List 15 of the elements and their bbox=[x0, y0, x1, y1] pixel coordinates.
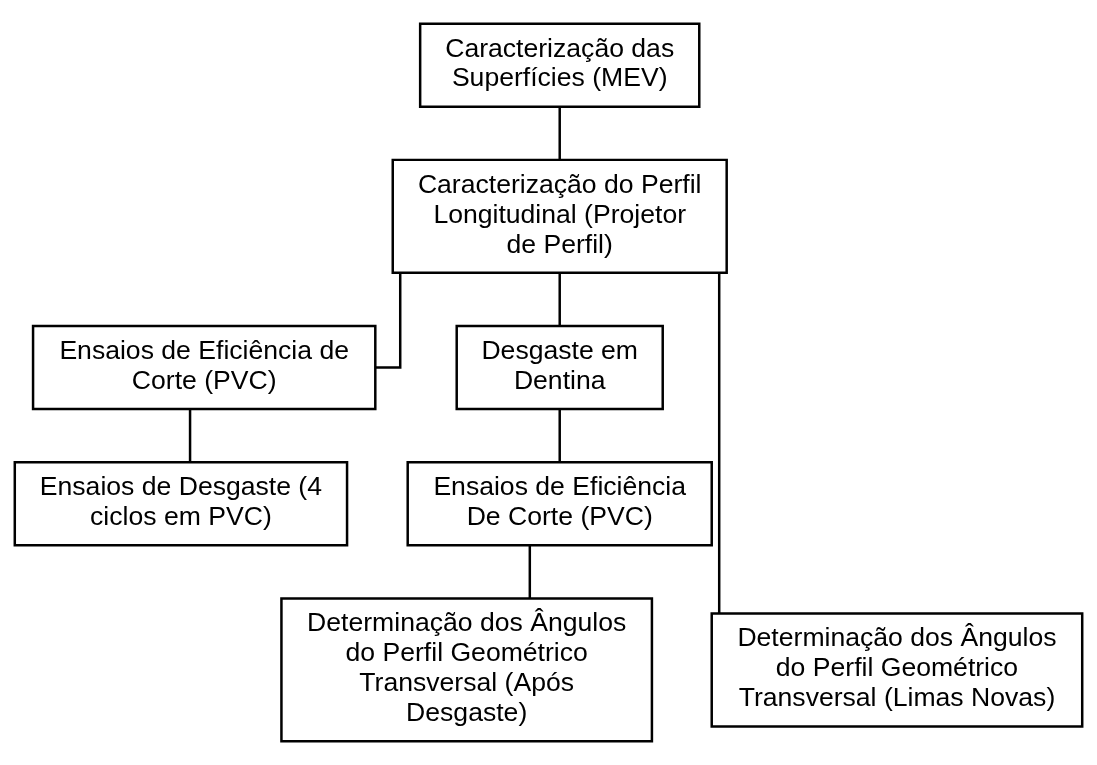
node-box: Determinação dos Ângulos do Perfil Geométrico Transversal (Limas Novas) bbox=[710, 612, 1084, 728]
node-box: Caracterização do Perfil Longitudinal (Projetor de Perfil) bbox=[391, 158, 728, 275]
node-box: Ensaios de Eficiência De Corte (PVC) bbox=[406, 461, 713, 547]
connector bbox=[528, 545, 532, 599]
connector bbox=[717, 272, 721, 614]
node-box: Desgaste em Dentina bbox=[455, 324, 664, 411]
connector bbox=[558, 409, 561, 462]
node-box: Ensaios de Desgaste (4 ciclos em PVC) bbox=[13, 461, 349, 547]
connector bbox=[558, 273, 561, 326]
connector bbox=[375, 273, 402, 369]
node-box: Caracterização das Superfícies (MEV) bbox=[418, 22, 701, 108]
connector bbox=[558, 107, 561, 160]
node-box: Determinação dos Ângulos do Perfil Geométrico Transversal (Após Desgaste) bbox=[280, 597, 654, 743]
connector bbox=[188, 409, 192, 462]
node-box: Ensaios de Eficiência de Corte (PVC) bbox=[31, 324, 377, 411]
